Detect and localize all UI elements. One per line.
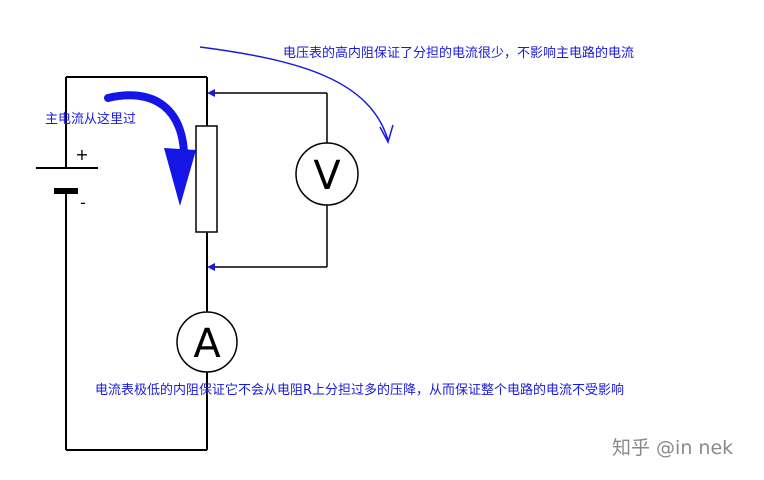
battery-plus-sign: + bbox=[75, 145, 88, 164]
voltmeter-branch-wires bbox=[214, 92, 328, 268]
main-current-annotation: 主电流从这里过 bbox=[45, 112, 137, 127]
main-loop-wires bbox=[65, 76, 208, 451]
battery-negative-plate bbox=[54, 188, 78, 194]
battery-symbol bbox=[36, 167, 98, 194]
main-current-arrowhead bbox=[164, 148, 196, 206]
battery-minus-sign: - bbox=[80, 193, 86, 212]
voltmeter-annotation: 电压表的高内阻保证了分担的电流很少，不影响主电路的电流 bbox=[283, 46, 635, 61]
voltmeter-bottom-arrowhead bbox=[207, 263, 215, 271]
voltmeter-circle bbox=[295, 142, 359, 206]
voltmeter-top-arrowhead bbox=[207, 89, 215, 97]
ammeter-label: A bbox=[193, 321, 221, 367]
voltmeter-note-curve-arrow bbox=[199, 46, 389, 141]
ammeter-annotation: 电流表极低的内阻保证它不会从电阻R上分担过多的压降，从而保证整个电路的电流不受影… bbox=[95, 383, 625, 398]
ammeter-circle bbox=[176, 311, 238, 373]
voltmeter-note-arrowhead bbox=[379, 124, 394, 144]
watermark-text: 知乎 @in nek bbox=[612, 437, 734, 459]
resistor-symbol bbox=[195, 125, 218, 233]
voltmeter-label: V bbox=[313, 153, 341, 199]
